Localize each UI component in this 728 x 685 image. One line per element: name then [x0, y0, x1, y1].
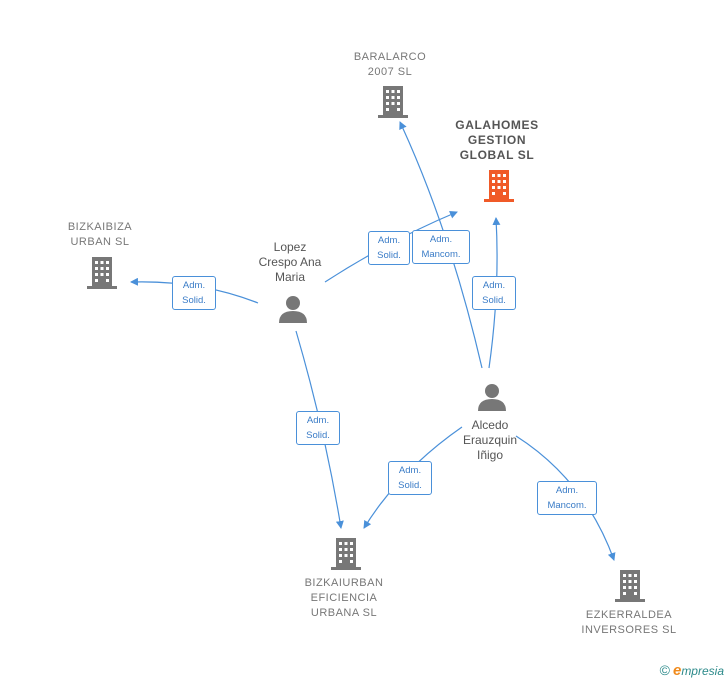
relation-label-alcedo-galahomes: Adm. Solid.: [472, 276, 516, 310]
relation-label-alcedo-bizkaiurban: Adm. Solid.: [388, 461, 432, 495]
person-icon-lopez[interactable]: [279, 296, 307, 323]
company-label-baralarco[interactable]: BARALARCO 2007 SL: [353, 51, 427, 78]
company-label-bizkaiurban[interactable]: BIZKAIURBAN EFICIENCIA URBANA SL: [304, 577, 384, 619]
relation-label-lopez-galahomes: Adm. Solid.: [368, 231, 410, 265]
brand-initial: e: [672, 662, 682, 679]
building-icon-bizkaiurban[interactable]: [331, 538, 361, 570]
company-label-bizkaibiza[interactable]: BIZKAIBIZA URBAN SL: [67, 221, 133, 248]
copyright-icon: ©: [659, 662, 670, 678]
person-label-alcedo[interactable]: Alcedo Erauzquin Iñigo: [462, 418, 518, 462]
relation-label-alcedo-ezkerraldea: Adm. Mancom.: [537, 481, 597, 515]
building-icon-ezkerraldea[interactable]: [615, 570, 645, 602]
company-label-galahomes[interactable]: GALAHOMES GESTION GLOBAL SL: [455, 118, 539, 162]
building-icon-bizkaibiza[interactable]: [87, 257, 117, 289]
person-label-lopez[interactable]: Lopez Crespo Ana Maria: [258, 240, 322, 284]
empresia-logo: ©empresia: [660, 662, 724, 679]
building-icon-galahomes[interactable]: [484, 170, 514, 202]
person-icon-alcedo[interactable]: [478, 384, 506, 411]
building-icon-baralarco[interactable]: [378, 86, 408, 118]
brand-name: mpresia: [681, 664, 724, 678]
relation-label-lopez-bizkaiurban: Adm. Solid.: [296, 411, 340, 445]
relation-label-lopez-bizkaibiza: Adm. Solid.: [172, 276, 216, 310]
company-label-ezkerraldea[interactable]: EZKERRALDEA INVERSORES SL: [581, 609, 677, 636]
relation-label-alcedo-baralarco: Adm. Mancom.: [412, 230, 470, 264]
